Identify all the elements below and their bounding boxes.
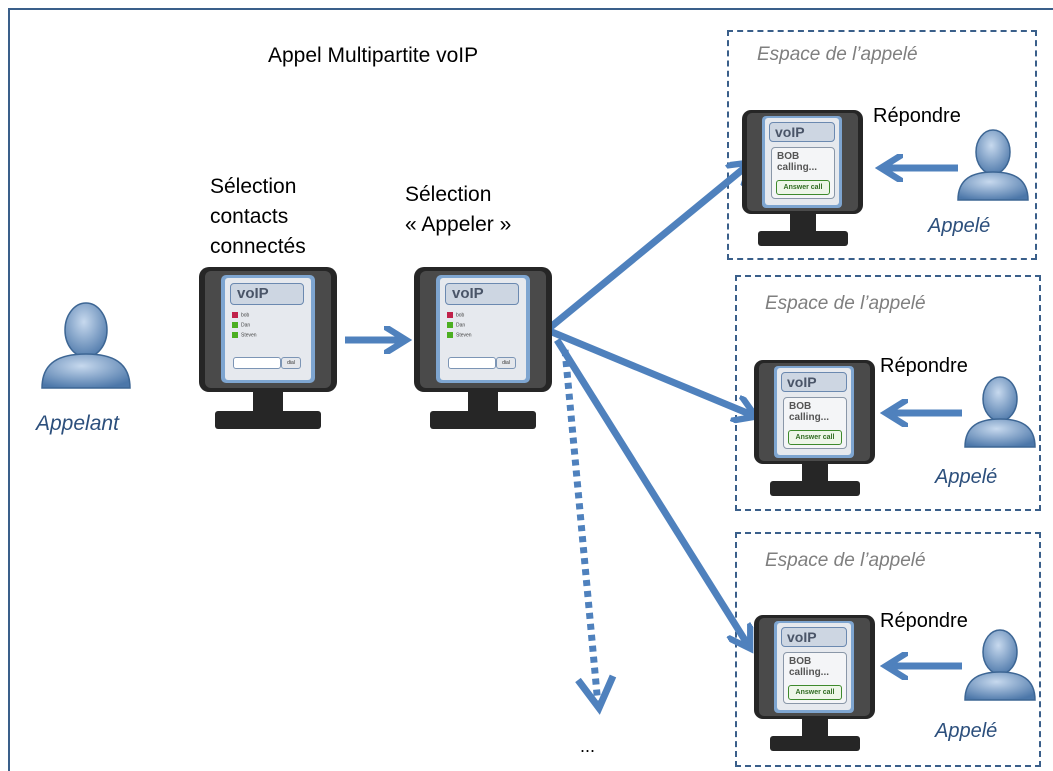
dial-button[interactable]: dial [496, 357, 516, 369]
app-title: voIP [781, 627, 847, 647]
answer-call-button[interactable]: Answer call [788, 685, 842, 700]
status-online-icon [232, 332, 238, 338]
app-title: voIP [445, 283, 519, 305]
callee-space-1 [727, 30, 1037, 260]
arrow-to-more-dotted [561, 349, 602, 706]
calling-status: calling... [777, 162, 818, 173]
caller-name: BOB [789, 656, 812, 667]
step-select-contacts-line: connectés [210, 235, 306, 258]
callee-person-icon [957, 129, 1029, 201]
contact-item[interactable]: Dan [447, 322, 465, 328]
dial-input[interactable] [448, 357, 496, 369]
app-title: voIP [230, 283, 304, 305]
contact-item[interactable]: bob [447, 312, 464, 318]
app-title: voIP [781, 372, 847, 392]
monitor-callee-2: voIP BOB calling... Answer call [752, 358, 877, 498]
callee-person-icon [964, 376, 1036, 448]
arrow-to-callee-2 [545, 326, 752, 415]
app-title: voIP [769, 122, 835, 142]
answer-call-button[interactable]: Answer call [776, 180, 830, 195]
diagram-frame [8, 8, 1053, 771]
step-select-call-line: Sélection [405, 183, 492, 206]
status-online-icon [447, 322, 453, 328]
monitor-select-contacts: voIP bob Dan Steven dial [197, 265, 339, 431]
answer-label-1: Répondre [873, 105, 961, 127]
callee-space-label-1: Espace de l’appelé [757, 44, 918, 65]
callee-space-label-3: Espace de l’appelé [765, 550, 926, 571]
caller-name: BOB [777, 151, 800, 162]
status-online-icon [232, 322, 238, 328]
arrow-to-callee-1 [544, 165, 748, 333]
contact-name: bob [456, 312, 465, 319]
caller-label: Appelant [36, 412, 119, 435]
diagram-title: Appel Multipartite voIP [268, 44, 479, 67]
step-select-contacts-label: Sélection contacts connectés [210, 172, 306, 262]
answer-label-2: Répondre [880, 355, 968, 377]
contact-name: Dan [456, 322, 466, 329]
answer-label-3: Répondre [880, 610, 968, 632]
arrow-to-callee-3 [554, 338, 748, 645]
step-select-contacts-line: contacts [210, 205, 289, 228]
caller-name: BOB [789, 401, 812, 412]
status-online-icon [447, 332, 453, 338]
monitor-callee-1: voIP BOB calling... Answer call [740, 108, 865, 248]
callee-label-2: Appelé [935, 466, 998, 488]
callee-space-2 [735, 275, 1041, 511]
step-select-contacts-line: Sélection [210, 175, 297, 198]
callee-label-1: Appelé [928, 215, 991, 237]
incoming-call-panel: BOB calling... Answer call [783, 652, 847, 704]
contact-item[interactable]: Steven [232, 332, 257, 338]
incoming-call-panel: BOB calling... Answer call [771, 147, 835, 199]
calling-status: calling... [789, 412, 830, 423]
contact-item[interactable]: bob [232, 312, 249, 318]
callee-space-label-2: Espace de l’appelé [765, 293, 926, 314]
callee-person-icon [964, 629, 1036, 701]
step-select-call-line: « Appeler » [405, 213, 512, 236]
contact-name: bob [241, 312, 250, 319]
contact-name: Dan [241, 322, 251, 329]
contact-item[interactable]: Steven [447, 332, 472, 338]
monitor-select-call: voIP bob Dan Steven dial [412, 265, 554, 431]
caller-person-icon [41, 302, 131, 389]
status-offline-icon [232, 312, 238, 318]
monitor-callee-3: voIP BOB calling... Answer call [752, 613, 877, 753]
contact-item[interactable]: Dan [232, 322, 250, 328]
dial-button[interactable]: dial [281, 357, 301, 369]
contact-name: Steven [456, 332, 472, 339]
dial-input[interactable] [233, 357, 281, 369]
status-offline-icon [447, 312, 453, 318]
callee-label-3: Appelé [935, 720, 998, 742]
more-callees-ellipsis: ... [580, 736, 596, 756]
incoming-call-panel: BOB calling... Answer call [783, 397, 847, 449]
arrow-to-more-head [575, 674, 617, 715]
contact-name: Steven [241, 332, 257, 339]
calling-status: calling... [789, 667, 830, 678]
answer-call-button[interactable]: Answer call [788, 430, 842, 445]
step-select-call-label: Sélection « Appeler » [405, 180, 511, 240]
